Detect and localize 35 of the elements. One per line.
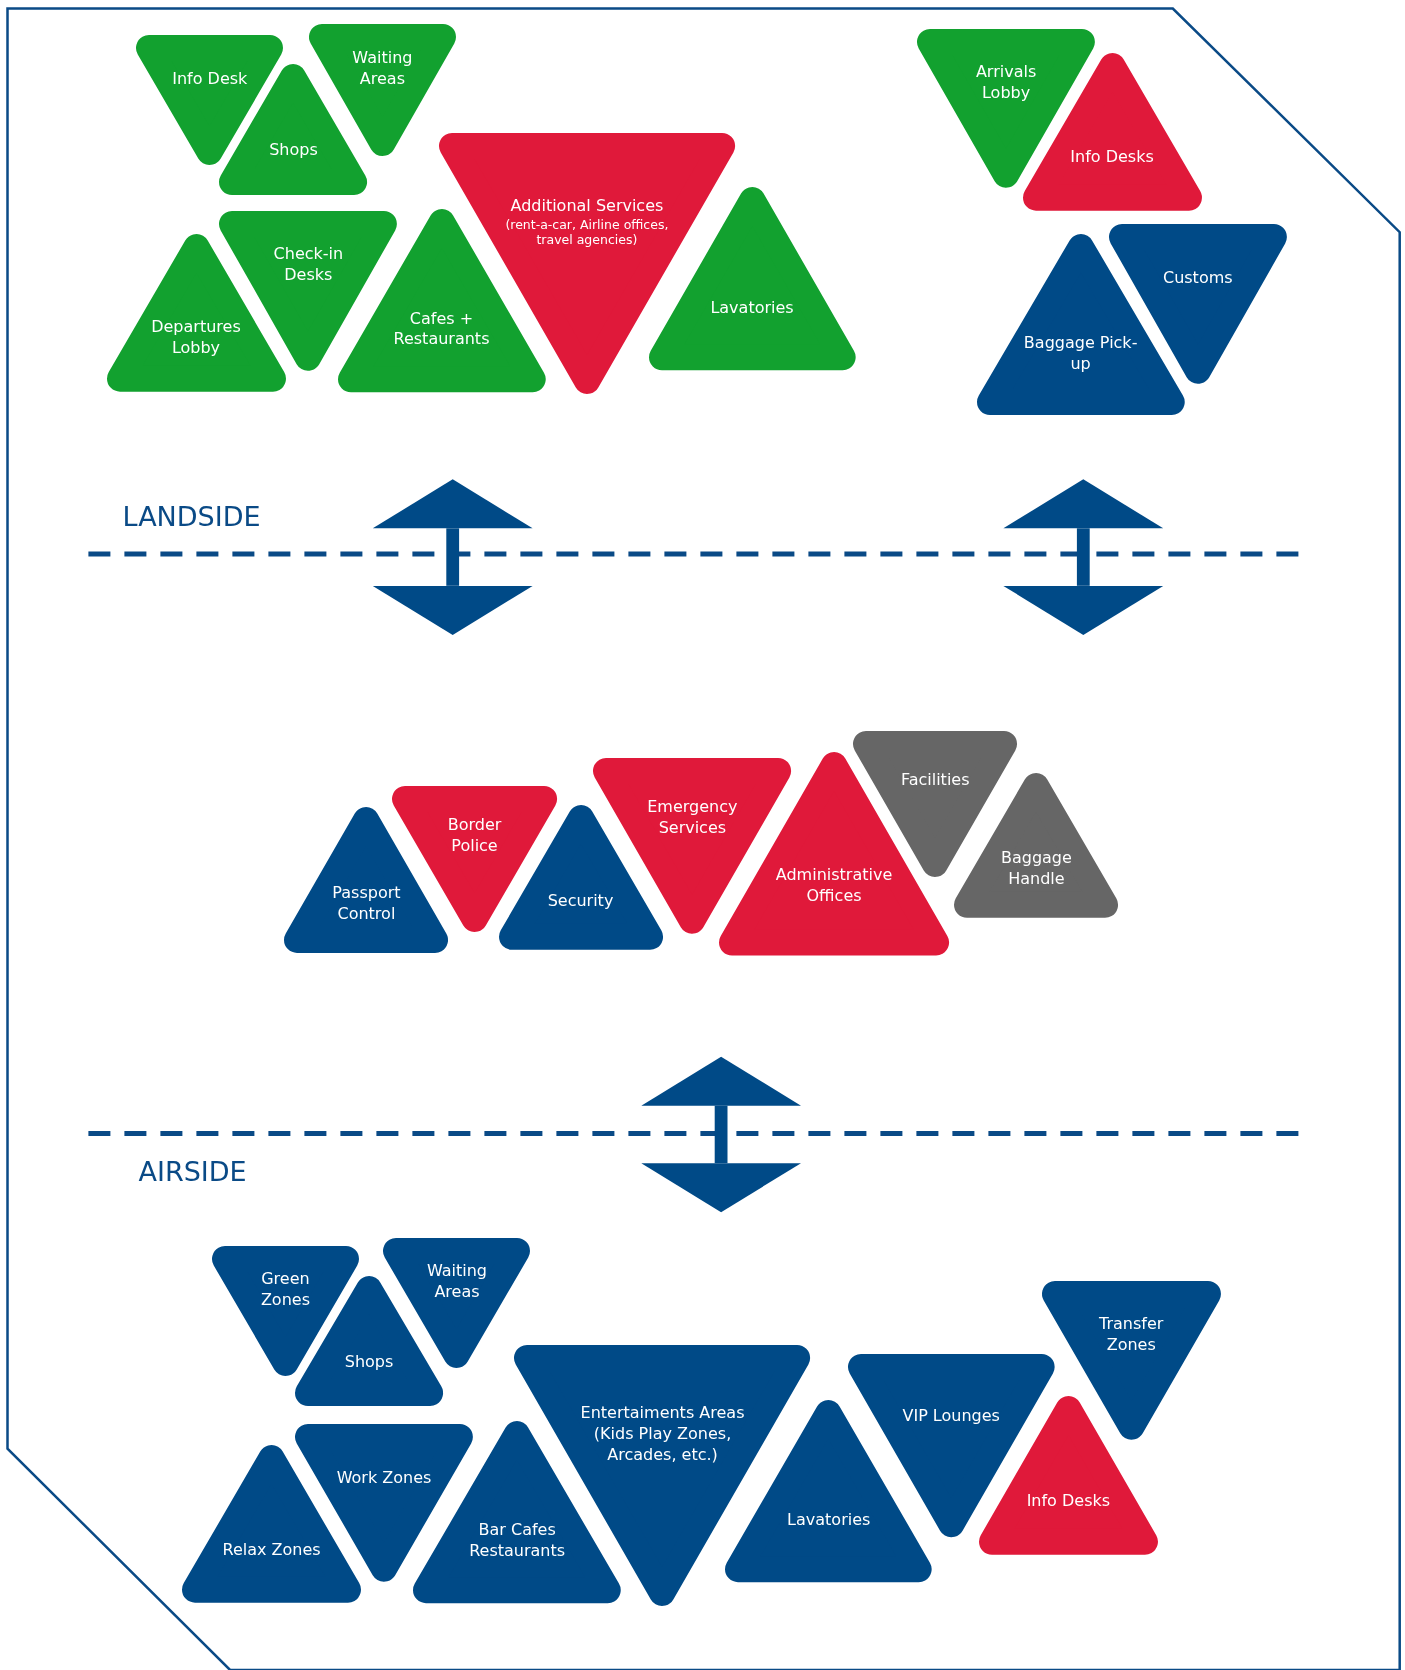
zone-label: LANDSIDE — [122, 500, 261, 532]
tile-label: Shops — [268, 140, 319, 161]
tile-label: Info Desks — [1025, 1490, 1112, 1512]
tile-label: Baggage Handle — [999, 848, 1073, 890]
triangle-tile — [284, 807, 449, 954]
tile-label: Customs — [1161, 267, 1234, 289]
tile-note: (rent-a-car, Airline offices, travel agencies) — [504, 216, 670, 248]
tile-label: Security — [546, 890, 615, 912]
tile-label: Entertaiments Areas (Kids Play Zones, Arcades, etc.) — [579, 1402, 746, 1466]
tile-label: Lavatories — [786, 1509, 872, 1531]
tile-label: Transfer Zones — [1098, 1314, 1165, 1357]
tile-label: Bar Cafes Restaurants — [468, 1520, 567, 1562]
tile-label: Work Zones — [335, 1467, 433, 1489]
tile-label: Emergency Services — [646, 797, 739, 839]
tile-label: Arrivals Lobby — [974, 61, 1038, 104]
triangle-tile — [1041, 1281, 1221, 1441]
tile-label: Shops — [343, 1351, 395, 1373]
zone-label: AIRSIDE — [138, 1155, 247, 1187]
tile-label: Passport Control — [331, 882, 402, 925]
tile-label: Additional Services — [509, 195, 665, 217]
tile-label: Administrative Offices — [774, 865, 894, 908]
tile-label: Cafes + Restaurants — [392, 308, 491, 351]
tile-label: Info Desk — [171, 68, 249, 90]
tile-label: Departures Lobby — [150, 317, 242, 360]
tile-label: Lavatories — [709, 298, 795, 319]
tile-label: VIP Lounges — [901, 1405, 1001, 1427]
tile-label: Waiting Areas — [351, 48, 414, 91]
tile-label: Check-in Desks — [272, 244, 345, 286]
tile-label: Baggage Pick-up — [1022, 333, 1139, 375]
tile-label: Green Zones — [259, 1269, 311, 1312]
tile-label: Info Desks — [1069, 146, 1155, 168]
tile-label: Waiting Areas — [425, 1261, 488, 1303]
tile-label: Relax Zones — [221, 1539, 322, 1560]
tile-label: Facilities — [899, 769, 971, 791]
tile-label: Border Police — [446, 814, 503, 857]
